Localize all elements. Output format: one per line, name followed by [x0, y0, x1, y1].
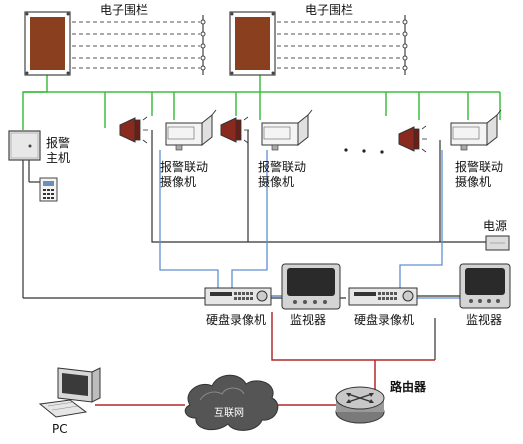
- camera-label-2: 报警联动 摄像机: [258, 160, 307, 189]
- alarm-siren-1: [119, 116, 148, 144]
- dvr-label-1: 硬盘录像机: [206, 313, 267, 327]
- monitor-2: [459, 263, 511, 309]
- internet-label: 互联网: [214, 408, 244, 419]
- fence-label-1: 电子围栏: [100, 3, 149, 17]
- camera-label-3: 报警联动 摄像机: [455, 160, 504, 189]
- control-wires: [22, 130, 486, 360]
- electronic-fence-1: [24, 11, 206, 76]
- camera-label-1: 报警联动 摄像机: [160, 160, 209, 189]
- power-supply: [485, 235, 510, 251]
- internet-cloud: [184, 374, 279, 431]
- network-lines: [95, 312, 435, 406]
- alarm-siren-2: [220, 116, 249, 144]
- dvr-label-2: 硬盘录像机: [354, 313, 415, 327]
- alarm-bus: [22, 75, 501, 130]
- alarm-host: [8, 130, 41, 161]
- linkage-camera-3: [450, 109, 502, 151]
- pc-label: PC: [52, 422, 68, 436]
- electronic-fence-2: [229, 11, 408, 76]
- alarm-siren-3: [398, 125, 427, 153]
- router-label: 路由器: [390, 380, 427, 394]
- fence-label-2: 电子围栏: [305, 3, 354, 17]
- router-icon: [335, 386, 385, 424]
- monitor-label-1: 监视器: [290, 313, 327, 327]
- power-label: 电源: [483, 219, 508, 233]
- alarm-host-label: 报警 主机: [46, 136, 71, 165]
- more-cameras-ellipsis: [344, 148, 384, 154]
- pc-icon: [38, 367, 101, 418]
- dvr-1: [204, 287, 272, 306]
- monitor-1: [281, 263, 341, 310]
- linkage-camera-2: [261, 109, 313, 151]
- dvr-2: [348, 287, 418, 306]
- video-lines: [159, 150, 460, 299]
- keypad: [39, 177, 58, 202]
- linkage-camera-1: [165, 109, 217, 151]
- monitor-label-2: 监视器: [466, 313, 503, 327]
